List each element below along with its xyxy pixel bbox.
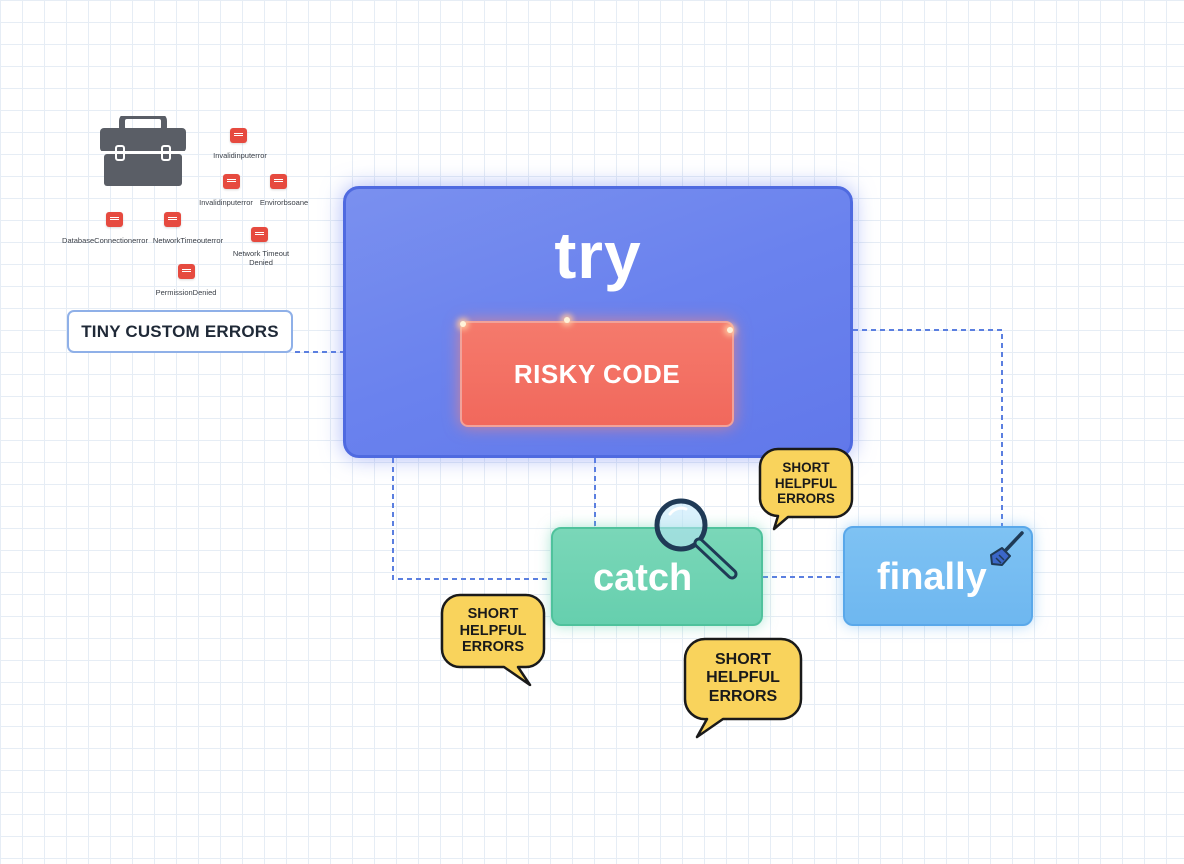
finally-block: finally — [843, 526, 1033, 626]
error-chip-icon — [230, 128, 247, 143]
spark-highlight — [564, 317, 570, 323]
bubble-line: ERRORS — [777, 491, 835, 507]
connector-try-to-finally — [853, 329, 1003, 526]
connector-try-to-catch-left — [392, 458, 551, 580]
finally-title: finally — [877, 556, 987, 598]
error-label: Invalidinputerror — [199, 198, 253, 207]
error-chip-icon — [178, 264, 195, 279]
bubble-line: ERRORS — [708, 687, 778, 705]
error-label: Envirorbsoane — [259, 198, 309, 207]
catch-title: catch — [593, 557, 693, 599]
speech-bubble-shape — [440, 593, 546, 687]
broom-icon — [990, 531, 1024, 566]
speech-bubble: SHORT HELPFUL ERRORS — [683, 637, 803, 739]
speech-bubble: SHORT HELPFUL ERRORS — [440, 593, 546, 687]
bubble-line: SHORT — [782, 460, 830, 475]
bubble-line: HELPFUL — [459, 622, 527, 639]
error-label: Invalidinputerror — [213, 151, 267, 160]
error-chip-icon — [270, 174, 287, 189]
bubble-line: HELPFUL — [706, 669, 780, 687]
try-title: try — [554, 218, 642, 292]
error-label: Network Timeout Denied — [232, 249, 290, 267]
spark-highlight — [727, 327, 733, 333]
toolbox-icon — [98, 116, 188, 186]
tiny-custom-errors-label: TINY CUSTOM ERRORS — [67, 310, 293, 353]
spark-highlight — [460, 321, 466, 327]
bubble-line: SHORT — [715, 651, 771, 668]
error-label: NetworkTimeouterror — [152, 236, 224, 245]
speech-bubble-shape — [683, 637, 803, 739]
risky-code-block: RISKY CODE — [460, 321, 734, 427]
bubble-line: HELPFUL — [774, 475, 838, 491]
magnifier-icon — [654, 498, 738, 580]
error-chip-icon — [251, 227, 268, 242]
error-chip-icon — [223, 174, 240, 189]
bubble-line: ERRORS — [461, 639, 525, 656]
error-label: DatabaseConnectionerror — [62, 236, 148, 245]
error-label: PermissionDenied — [155, 288, 217, 297]
error-chip-icon — [164, 212, 181, 227]
bubble-line: SHORT — [467, 606, 519, 622]
error-chip-icon — [106, 212, 123, 227]
speech-bubble: SHORT HELPFUL ERRORS — [758, 447, 854, 531]
speech-bubble-shape — [758, 447, 854, 531]
